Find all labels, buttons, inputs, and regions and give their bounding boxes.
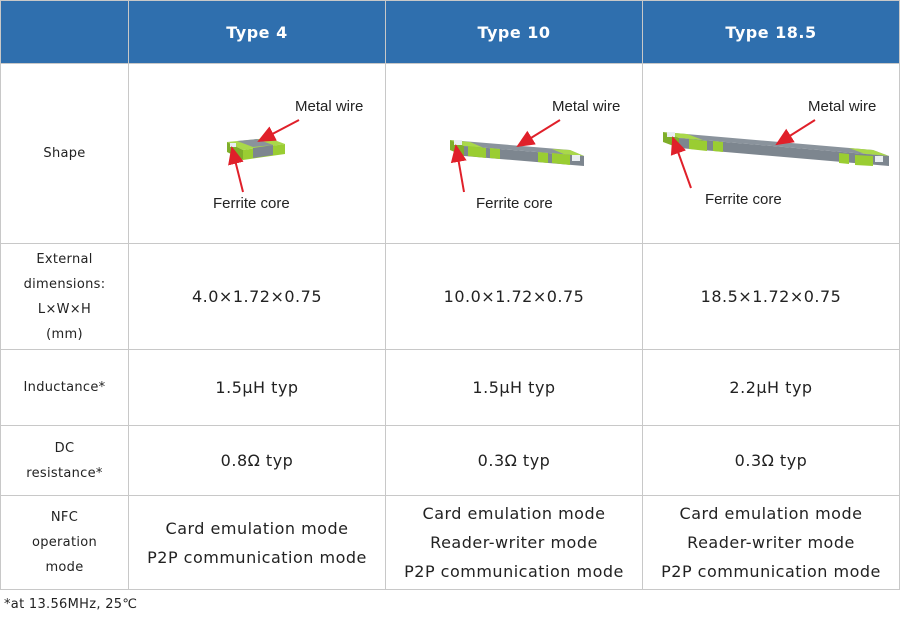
row-label-dimensions-line: L×W×H bbox=[37, 301, 92, 317]
inductance-type-18-5: 2.2μH typ bbox=[642, 349, 900, 426]
header-type-4: Type 4 bbox=[128, 0, 386, 64]
dimensions-type-4: 4.0×1.72×0.75 bbox=[128, 243, 386, 350]
nfc-mode-item: Reader-writer mode bbox=[687, 533, 855, 552]
row-label-dimensions-line: dimensions: bbox=[23, 276, 106, 292]
dc-resistance-type-18-5: 0.3Ω typ bbox=[642, 425, 900, 496]
header-type-18-5: Type 18.5 bbox=[642, 0, 900, 64]
spec-table: Type 4 Type 10 Type 18.5 Shape M bbox=[0, 0, 900, 590]
inductance-type-10: 1.5μH typ bbox=[385, 349, 643, 426]
callout-metal-wire: Metal wire bbox=[295, 98, 363, 115]
shape-cell-type-10: Metal wire Ferrite core bbox=[385, 63, 643, 244]
nfc-mode-item: Reader-writer mode bbox=[430, 533, 598, 552]
row-label-nfc-line: mode bbox=[45, 560, 84, 575]
row-label-shape: Shape bbox=[0, 63, 129, 244]
row-label-nfc-line: NFC bbox=[50, 510, 79, 525]
nfc-modes-type-10: Card emulation mode Reader-writer mode P… bbox=[385, 495, 643, 590]
dc-resistance-type-10: 0.3Ω typ bbox=[385, 425, 643, 496]
row-label-dc-line: DC bbox=[54, 440, 75, 456]
dimensions-type-18-5: 18.5×1.72×0.75 bbox=[642, 243, 900, 350]
callout-metal-wire-3: Metal wire bbox=[808, 98, 876, 115]
header-corner bbox=[0, 0, 129, 64]
inductance-type-4: 1.5μH typ bbox=[128, 349, 386, 426]
header-row: Type 4 Type 10 Type 18.5 bbox=[0, 0, 900, 64]
callout-metal-wire-2: Metal wire bbox=[552, 98, 620, 115]
row-label-dc-resistance: DC resistance* bbox=[0, 425, 129, 496]
shape-cell-type-18-5: Metal wire Ferrite core bbox=[642, 63, 900, 244]
callout-ferrite-core-3: Ferrite core bbox=[705, 191, 782, 208]
dimensions-row: External dimensions: L×W×H (mm) 4.0×1.72… bbox=[0, 243, 900, 350]
dc-resistance-row: DC resistance* 0.8Ω typ 0.3Ω typ 0.3Ω ty… bbox=[0, 425, 900, 496]
header-type-10: Type 10 bbox=[385, 0, 643, 64]
callout-ferrite-core: Ferrite core bbox=[213, 195, 290, 212]
nfc-mode-item: Card emulation mode bbox=[422, 504, 606, 523]
row-label-dimensions-line: (mm) bbox=[46, 326, 83, 342]
nfc-mode-item: Card emulation mode bbox=[679, 504, 863, 523]
inductance-row: Inductance* 1.5μH typ 1.5μH typ 2.2μH ty… bbox=[0, 349, 900, 426]
nfc-modes-type-18-5: Card emulation mode Reader-writer mode P… bbox=[642, 495, 900, 590]
shape-cell-type-4: Metal wire Ferrite core bbox=[128, 63, 386, 244]
inductor-type-18-5-image: Metal wire Ferrite core bbox=[663, 98, 889, 208]
nfc-mode-row: NFC operation mode Card emulation mode P… bbox=[0, 495, 900, 590]
inductor-type-10-image: Metal wire Ferrite core bbox=[450, 98, 620, 212]
shape-row: Shape Metal wire Ferrite core bbox=[0, 63, 900, 244]
nfc-mode-item: Card emulation mode bbox=[165, 518, 349, 538]
dc-resistance-type-4: 0.8Ω typ bbox=[128, 425, 386, 496]
nfc-mode-item: P2P communication mode bbox=[147, 547, 367, 567]
callout-ferrite-core-2: Ferrite core bbox=[476, 195, 553, 212]
nfc-modes-type-4: Card emulation mode P2P communication mo… bbox=[128, 495, 386, 590]
row-label-inductance: Inductance* bbox=[0, 349, 129, 426]
dimensions-type-10: 10.0×1.72×0.75 bbox=[385, 243, 643, 350]
row-label-dimensions-line: External bbox=[36, 251, 93, 267]
row-label-nfc-mode: NFC operation mode bbox=[0, 495, 129, 590]
nfc-mode-item: P2P communication mode bbox=[661, 562, 881, 581]
row-label-dc-line: resistance* bbox=[26, 465, 103, 481]
row-label-dimensions: External dimensions: L×W×H (mm) bbox=[0, 243, 129, 350]
footnote: *at 13.56MHz, 25℃ bbox=[4, 597, 138, 612]
row-label-nfc-line: operation bbox=[31, 535, 98, 550]
nfc-mode-item: P2P communication mode bbox=[404, 562, 624, 581]
inductor-type-4-image: Metal wire Ferrite core bbox=[213, 98, 363, 212]
